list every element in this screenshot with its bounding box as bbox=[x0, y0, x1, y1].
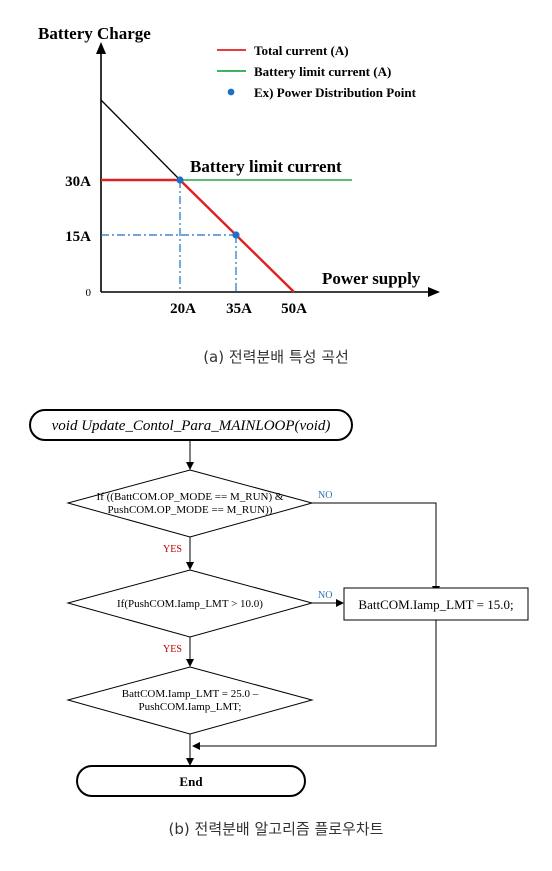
yes-label-2: YES bbox=[163, 644, 182, 655]
power-distribution-graph: Battery Charge Power supply Battery limi… bbox=[38, 24, 440, 366]
y-tick-0: 0 bbox=[86, 287, 92, 299]
process-set-limit-15-text: BattCOM.Iamp_LMT = 15.0; bbox=[358, 597, 513, 612]
battery-limit-annotation: Battery limit current bbox=[190, 157, 342, 176]
distribution-point-35a bbox=[232, 231, 240, 239]
legend-swatch-distribution-point bbox=[227, 88, 235, 96]
caption-b: (b) 전력분배 알고리즘 플로우차트 bbox=[169, 820, 384, 838]
arrow-process15-to-merge bbox=[192, 620, 437, 750]
caption-a: (a) 전력분배 특성 곡선 bbox=[203, 348, 349, 366]
arrow-no1-to-process bbox=[312, 502, 440, 594]
legend-label-total-current: Total current (A) bbox=[254, 43, 349, 58]
y-axis-arrow bbox=[96, 42, 106, 54]
x-axis-arrow bbox=[428, 287, 440, 297]
x-tick-50a: 50A bbox=[281, 301, 307, 317]
legend-label-distribution-point: Ex) Power Distribution Point bbox=[254, 85, 417, 100]
no-label-1: NO bbox=[318, 490, 332, 501]
decision-op-mode-line2: PushCOM.OP_MODE == M_RUN)) bbox=[108, 504, 273, 516]
process-set-limit-25-line1: BattCOM.Iamp_LMT = 25.0 – bbox=[122, 688, 259, 700]
y-tick-30a: 30A bbox=[65, 174, 91, 190]
process-set-limit-15 bbox=[343, 587, 529, 621]
decision-op-mode-line1: If ((BattCOM.OP_MODE == M_RUN) & bbox=[97, 491, 284, 503]
y-axis-label: Battery Charge bbox=[38, 24, 151, 43]
distribution-point-20a bbox=[176, 176, 184, 184]
decision-iamp-limit-text: If(PushCOM.Iamp_LMT > 10.0) bbox=[117, 598, 263, 610]
process-set-limit-25-line2: PushCOM.Iamp_LMT; bbox=[139, 701, 242, 713]
no-label-2: NO bbox=[318, 590, 332, 601]
total-trend-black-line bbox=[100, 99, 181, 181]
end-label: End bbox=[179, 774, 203, 789]
start-terminator bbox=[29, 409, 353, 441]
legend-label-battery-limit: Battery limit current (A) bbox=[254, 64, 391, 79]
end-terminator bbox=[76, 765, 306, 797]
legend: Total current (A) Battery limit current … bbox=[217, 43, 417, 100]
x-tick-20a: 20A bbox=[170, 301, 196, 317]
x-tick-35a: 35A bbox=[226, 301, 252, 317]
y-tick-15a: 15A bbox=[65, 229, 91, 245]
yes-label-1: YES bbox=[163, 544, 182, 555]
start-label: void Update_Contol_Para_MAINLOOP(void) bbox=[52, 418, 331, 434]
power-distribution-flowchart: void Update_Contol_Para_MAINLOOP(void) I… bbox=[29, 409, 529, 838]
x-axis-label: Power supply bbox=[322, 269, 421, 288]
